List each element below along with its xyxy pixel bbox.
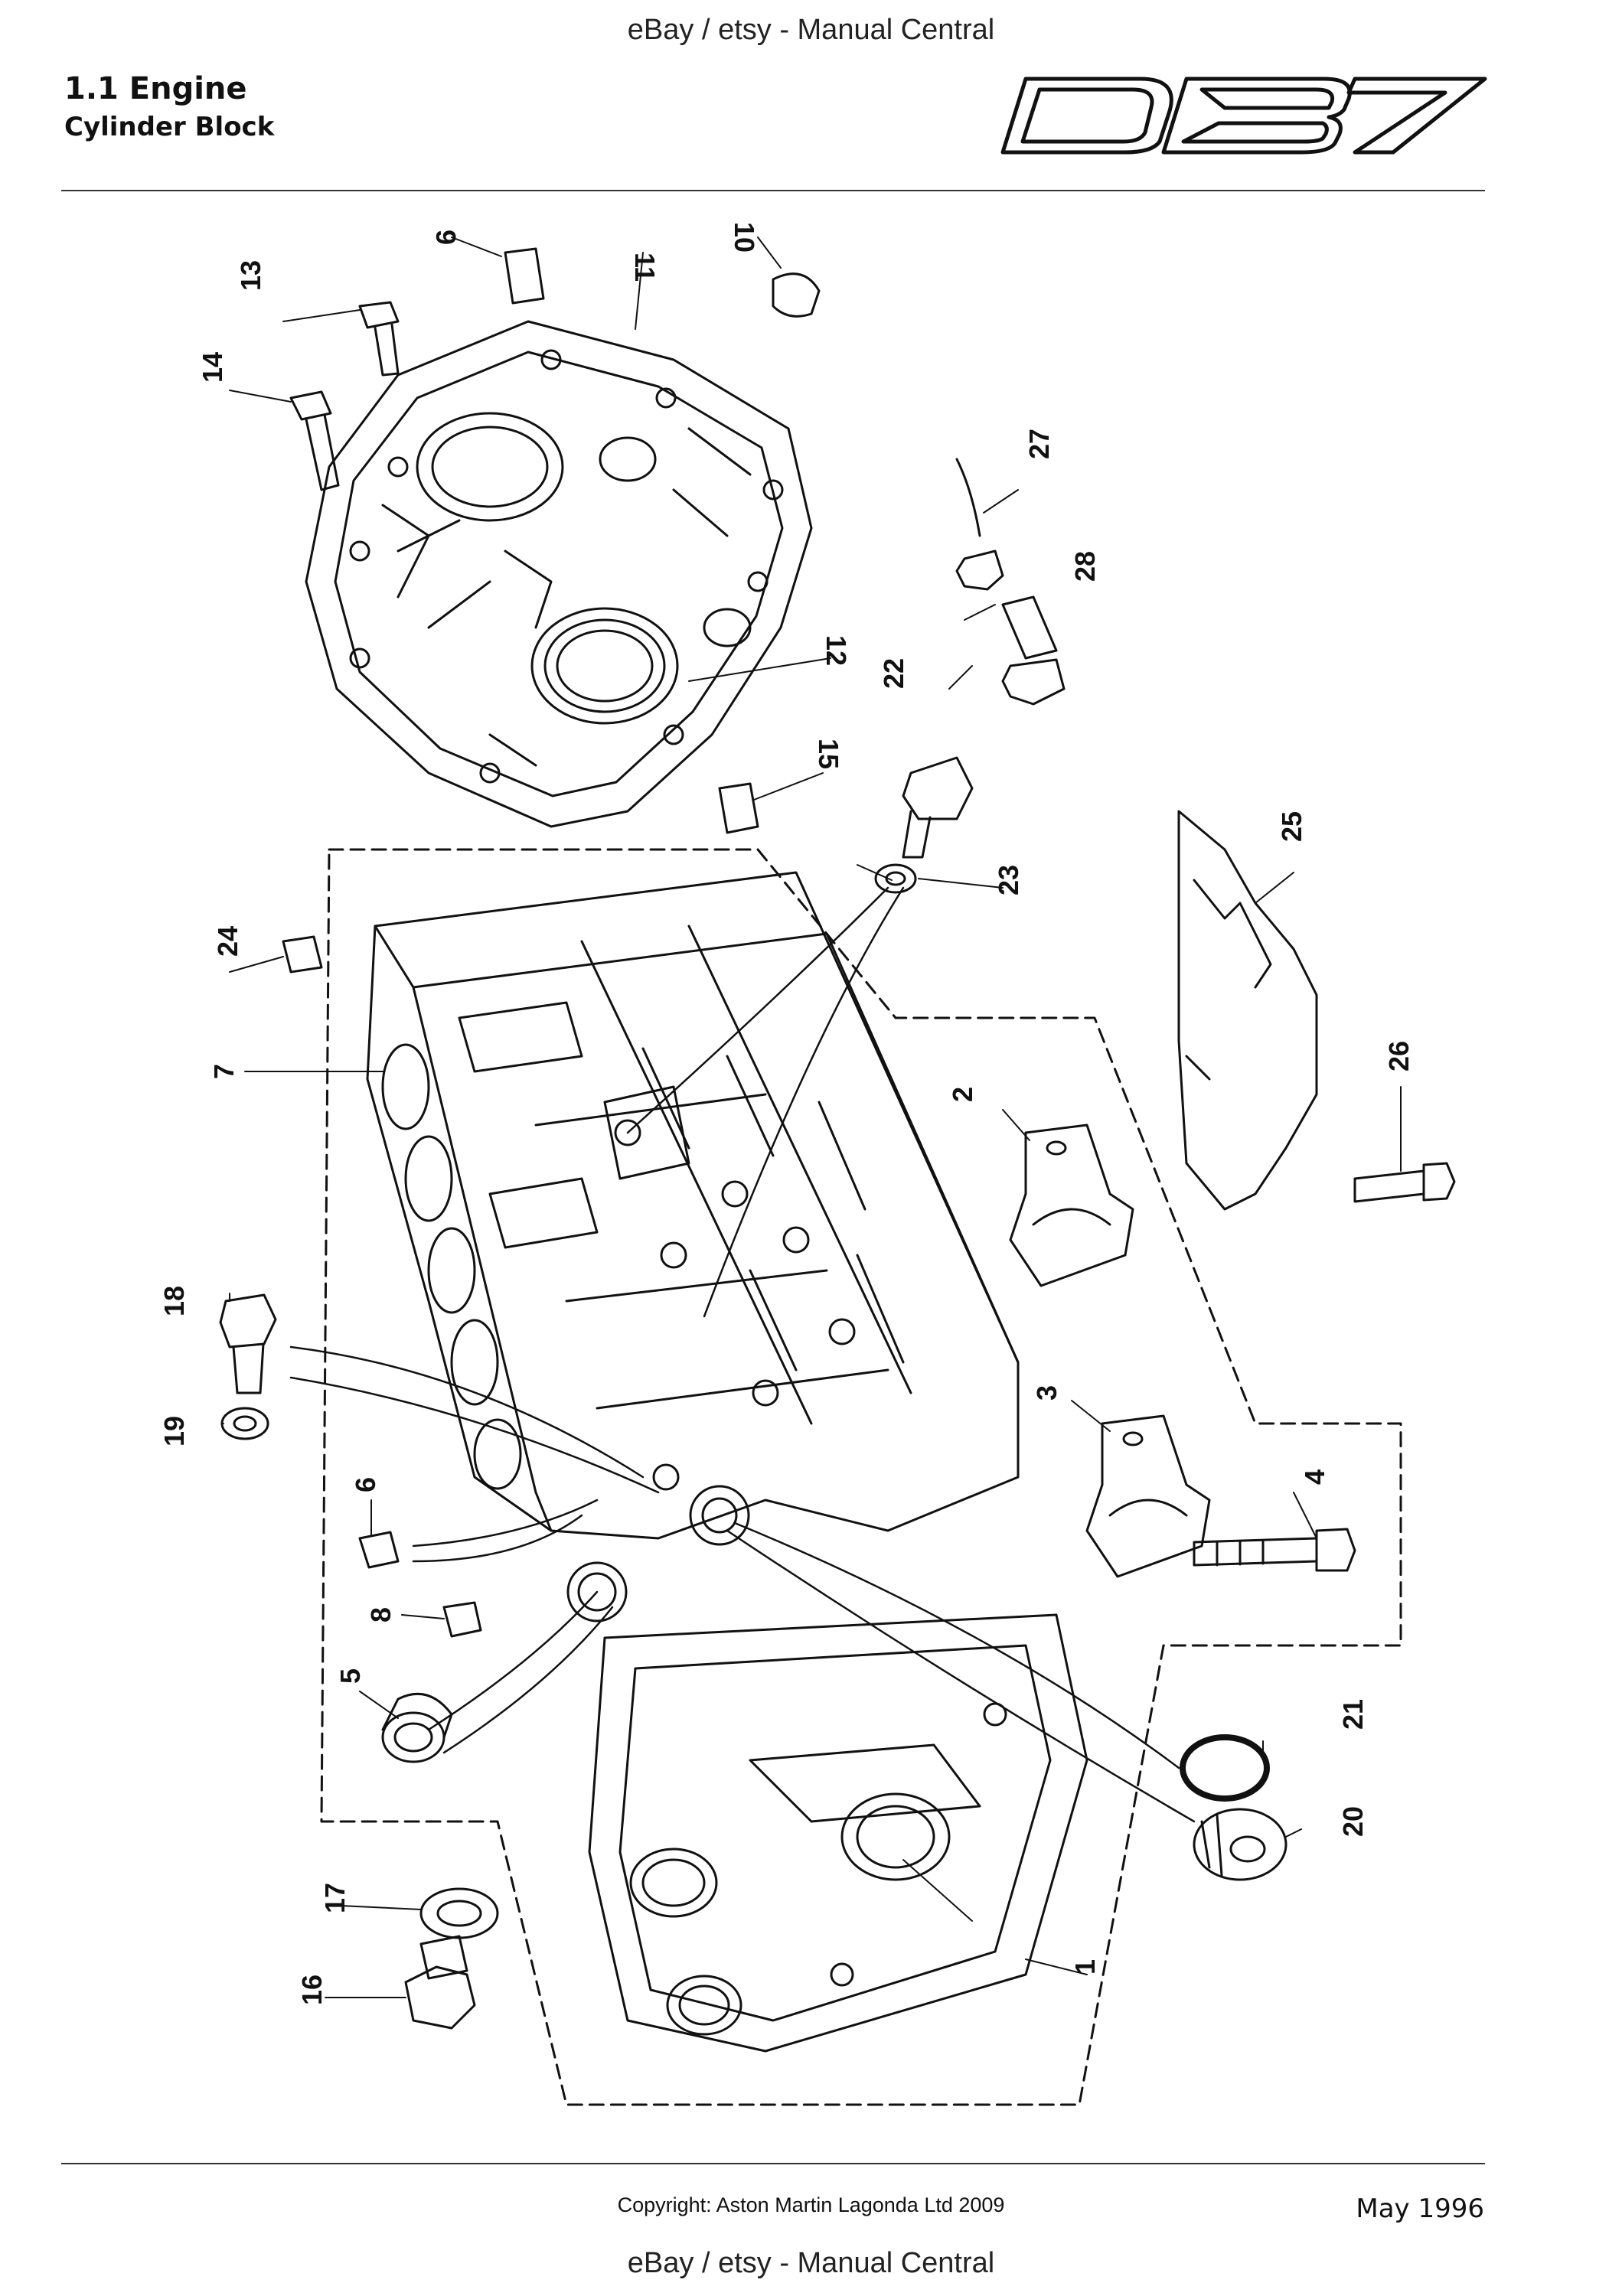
bolt-18: [219, 1293, 277, 1394]
plug-20: [1193, 1808, 1287, 1881]
drain-plug-16: [404, 1935, 476, 2030]
rear-cover-plate: [305, 320, 813, 828]
watermark-top: eBay / etsy - Manual Central: [627, 14, 995, 46]
bolt-22: [902, 756, 974, 859]
document-date: May 1996: [1356, 2193, 1484, 2224]
dowel-15: [718, 782, 759, 834]
washer-23: [874, 863, 917, 894]
callout-13: 13: [235, 260, 266, 291]
bolt-13: [358, 301, 400, 377]
main-bearing-bolt: [1193, 1528, 1356, 1572]
callout-23: 23: [993, 865, 1024, 895]
cylinder-block: [366, 871, 1088, 2053]
callout-17: 17: [319, 1883, 351, 1913]
callout-18: 18: [158, 1286, 190, 1316]
footer-rule: [61, 2163, 1485, 2164]
bush-5: [381, 1692, 453, 1763]
bolt-14: [289, 390, 340, 491]
seal-21: [1180, 1734, 1270, 1802]
callout-4: 4: [1299, 1469, 1330, 1485]
callout-2: 2: [947, 1087, 978, 1102]
washer-17: [419, 1887, 499, 1939]
sump-baffle: [1177, 810, 1318, 1211]
callout-20: 20: [1337, 1806, 1369, 1837]
washer-19: [220, 1407, 269, 1440]
callout-26: 26: [1383, 1041, 1415, 1071]
plug-24: [282, 935, 323, 974]
callout-7: 7: [208, 1064, 240, 1079]
callout-25: 25: [1276, 811, 1307, 842]
callout-22: 22: [878, 658, 909, 689]
clip-10: [772, 272, 821, 318]
callout-3: 3: [1031, 1385, 1062, 1401]
callout-28: 28: [1069, 551, 1101, 582]
bolt-26: [1353, 1162, 1456, 1203]
callout-8: 8: [365, 1607, 397, 1623]
callout-9: 9: [430, 230, 462, 245]
callout-21: 21: [1337, 1699, 1369, 1730]
bearing-cap-3: [1085, 1414, 1211, 1578]
callout-24: 24: [212, 926, 243, 957]
callout-1: 1: [1069, 1959, 1101, 1975]
callout-11: 11: [629, 253, 661, 282]
callout-27: 27: [1023, 429, 1055, 459]
dowel-6: [358, 1531, 400, 1569]
header-rule: [61, 190, 1485, 191]
callout-16: 16: [296, 1975, 328, 2005]
callout-19: 19: [158, 1416, 190, 1446]
copyright-text: Copyright: Aston Martin Lagonda Ltd 2009: [617, 2193, 1005, 2216]
exploded-parts-diagram: 9 10 11 13 14 27 28 12 22 15 23 25 24 26…: [158, 222, 1456, 2106]
section-title: 1.1 Engine: [64, 71, 247, 106]
dowel-9: [504, 247, 545, 305]
watermark-bottom: eBay / etsy - Manual Central: [627, 2247, 995, 2279]
callout-5: 5: [335, 1668, 366, 1684]
db7-logo: [1000, 77, 1487, 155]
section-subtitle: Cylinder Block: [64, 112, 275, 142]
callout-6: 6: [350, 1477, 381, 1492]
callout-10: 10: [729, 222, 760, 253]
bolt-28: [1001, 595, 1066, 706]
callout-14: 14: [197, 352, 228, 383]
sensor-27: [955, 458, 1004, 591]
callout-12: 12: [821, 635, 852, 666]
dowel-8: [442, 1601, 482, 1638]
callout-15: 15: [813, 739, 844, 769]
bearing-cap-2: [1009, 1124, 1134, 1287]
